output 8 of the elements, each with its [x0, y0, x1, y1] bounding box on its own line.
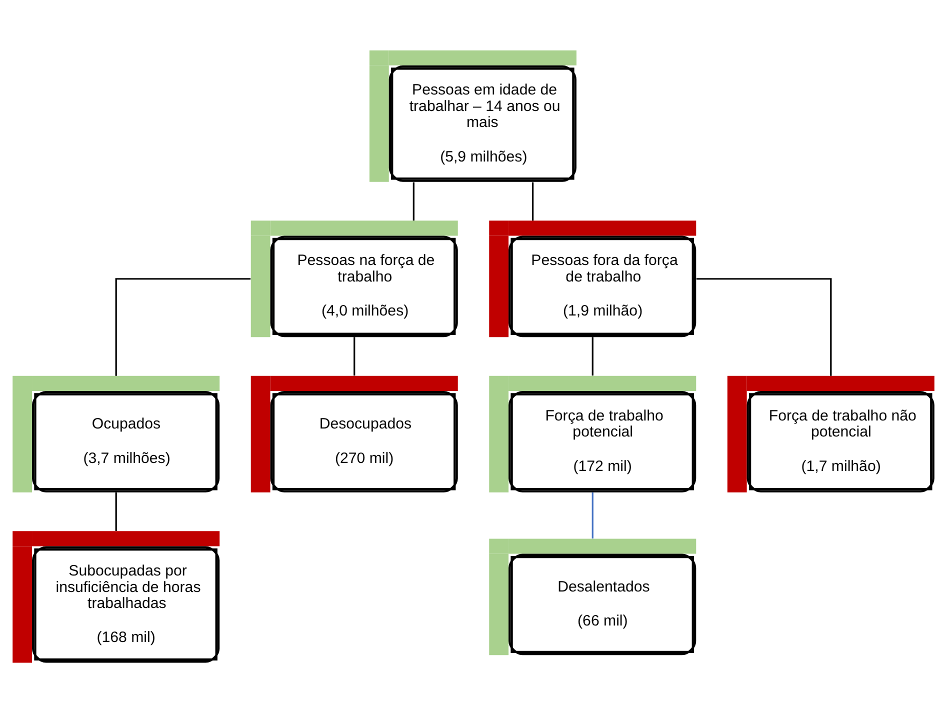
- connector: [412, 182, 414, 221]
- connector: [592, 337, 594, 376]
- connector: [115, 492, 117, 531]
- connector: [696, 278, 832, 376]
- connector: [115, 278, 251, 376]
- connector: [532, 182, 534, 221]
- connector: [354, 337, 356, 376]
- connector: [592, 492, 594, 538]
